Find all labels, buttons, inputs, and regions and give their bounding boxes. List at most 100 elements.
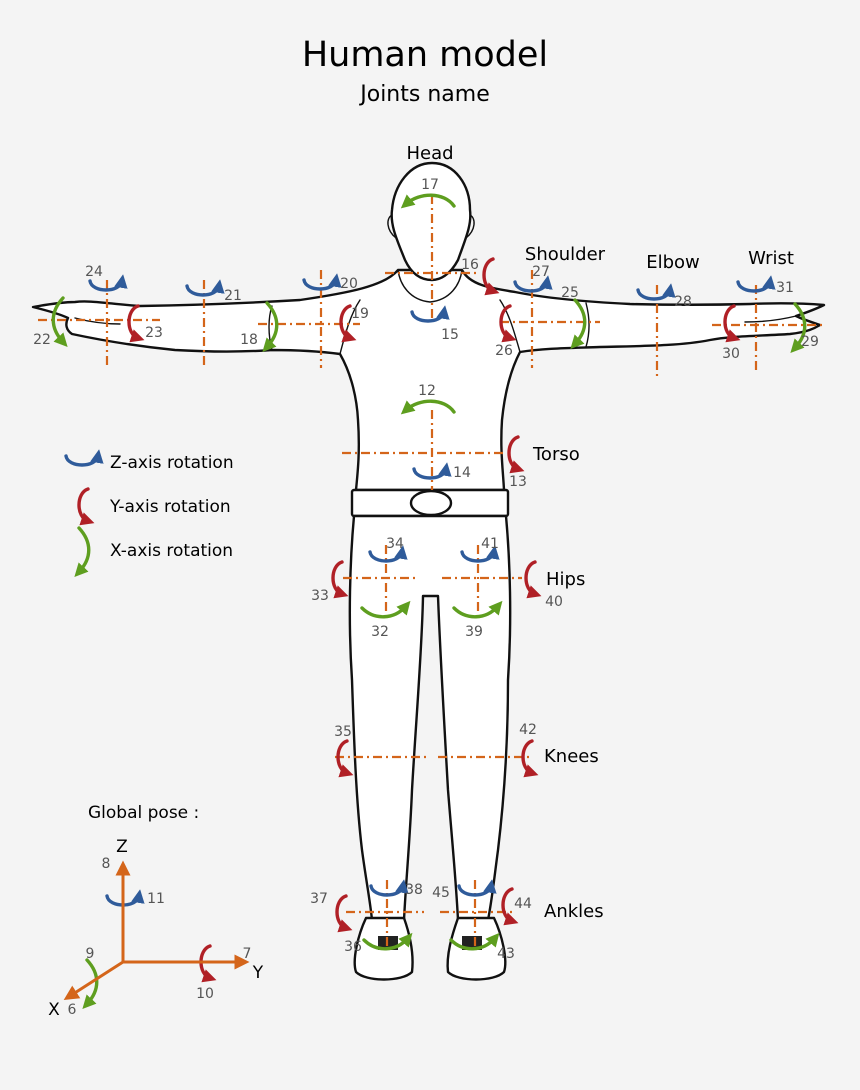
rot-22-icon xyxy=(51,296,68,347)
legs-outline xyxy=(348,514,512,922)
label-torso: Torso xyxy=(532,444,580,465)
joint-34: 34 xyxy=(386,536,404,552)
joint-14: 14 xyxy=(453,465,471,481)
diagram-title: Human model xyxy=(302,35,548,75)
rot-45-icon xyxy=(457,879,497,897)
joint-31: 31 xyxy=(776,280,794,296)
label-hips: Hips xyxy=(546,569,585,590)
right-ear xyxy=(465,214,475,239)
rotation-indicators xyxy=(51,193,807,1009)
joint-13: 13 xyxy=(509,474,527,490)
rot-36-icon xyxy=(362,932,413,951)
joint-17: 17 xyxy=(421,177,439,193)
joint-39: 39 xyxy=(465,624,483,640)
global-axis-y: Y xyxy=(252,963,264,983)
global-axis-z: Z xyxy=(116,837,128,857)
joint-11: 11 xyxy=(147,891,165,907)
left-armpit xyxy=(339,299,361,355)
joint-43: 43 xyxy=(497,946,515,962)
joint-9: 9 xyxy=(86,946,95,962)
rot-16-icon xyxy=(482,257,500,296)
joint-22: 22 xyxy=(33,332,51,348)
joint-18: 18 xyxy=(240,332,258,348)
rot-25-icon xyxy=(570,298,587,349)
joint-12: 12 xyxy=(418,383,436,399)
right-sleeve-line xyxy=(585,302,590,348)
joint-29: 29 xyxy=(801,334,819,350)
joint-15: 15 xyxy=(441,327,459,343)
right-hand-lines xyxy=(744,315,797,323)
joint-27: 27 xyxy=(532,264,550,280)
rot-14-icon xyxy=(412,462,452,480)
joint-26: 26 xyxy=(495,343,513,359)
rot-40-icon xyxy=(524,560,542,599)
label-elbow: Elbow xyxy=(646,252,700,273)
rotation-legend: Z-axis rotation Y-axis rotation X-axis r… xyxy=(109,453,234,561)
legend-y-icon-icon xyxy=(77,487,95,526)
joint-numbers: 17 16 15 24 21 20 22 23 18 19 27 25 26 2… xyxy=(33,177,819,962)
belt-buckle xyxy=(409,489,453,517)
joint-45: 45 xyxy=(432,885,450,901)
joint-44: 44 xyxy=(514,896,532,912)
joint-28: 28 xyxy=(674,294,692,310)
rot-26-icon xyxy=(499,304,517,343)
rot-41-icon xyxy=(460,545,500,563)
rot-12-icon xyxy=(400,399,456,415)
global-axis-x: X xyxy=(48,1000,60,1020)
rot-34-icon xyxy=(368,545,408,563)
joint-40: 40 xyxy=(545,594,563,610)
rot-27-icon xyxy=(513,275,553,293)
rot-28-icon xyxy=(636,283,676,301)
joint-25: 25 xyxy=(561,285,579,301)
left-ear xyxy=(387,214,397,239)
rot-37-icon xyxy=(335,894,353,933)
joint-38: 38 xyxy=(405,882,423,898)
global-x-axis xyxy=(63,960,124,1001)
rot-13-icon xyxy=(507,435,525,474)
joint-6: 6 xyxy=(68,1002,77,1018)
joint-37: 37 xyxy=(310,891,328,907)
legend-x-label: X-axis rotation xyxy=(110,541,233,561)
rot-31-icon xyxy=(736,275,776,293)
joint-41: 41 xyxy=(481,536,499,552)
rot-20-icon xyxy=(302,273,342,291)
joint-33: 33 xyxy=(311,588,329,604)
rot-18-icon xyxy=(262,301,279,352)
body-outline xyxy=(31,161,826,981)
joint-20: 20 xyxy=(340,276,358,292)
joint-axis-lines xyxy=(38,195,822,950)
legend-z-icon-icon xyxy=(64,449,104,467)
joint-7: 7 xyxy=(243,946,252,962)
right-armpit xyxy=(499,299,521,353)
legend-z-label: Z-axis rotation xyxy=(110,453,234,473)
joint-16: 16 xyxy=(461,257,479,273)
rot-42-icon xyxy=(521,739,539,778)
joint-35: 35 xyxy=(334,724,352,740)
joint-24: 24 xyxy=(85,264,103,280)
rot-30-icon xyxy=(723,304,741,343)
diagram-subtitle: Joints name xyxy=(358,82,489,107)
joint-32: 32 xyxy=(371,624,389,640)
neck-outline xyxy=(397,269,463,303)
label-wrist: Wrist xyxy=(748,248,794,269)
joint-30: 30 xyxy=(722,346,740,362)
joint-21: 21 xyxy=(224,288,242,304)
rot-15-icon xyxy=(410,305,450,323)
joint-36: 36 xyxy=(344,939,362,955)
rot-17-icon xyxy=(400,193,456,209)
global-pose: Global pose : Z Y X 8 11 9 6 7 10 xyxy=(48,803,264,1020)
rot-35-icon xyxy=(336,739,354,778)
upper-body-outline xyxy=(31,268,826,492)
legend-x-icon-icon xyxy=(74,526,91,577)
global-pose-label: Global pose : xyxy=(88,803,199,823)
rot-23-icon xyxy=(127,304,145,343)
label-ankles: Ankles xyxy=(544,901,604,922)
joint-23: 23 xyxy=(145,325,163,341)
rot-19-icon xyxy=(339,304,357,343)
rot-38-icon xyxy=(369,879,409,897)
rot-44-icon xyxy=(501,887,519,926)
joint-8: 8 xyxy=(102,856,111,872)
rot-39-icon xyxy=(452,600,503,619)
joint-42: 42 xyxy=(519,722,537,738)
